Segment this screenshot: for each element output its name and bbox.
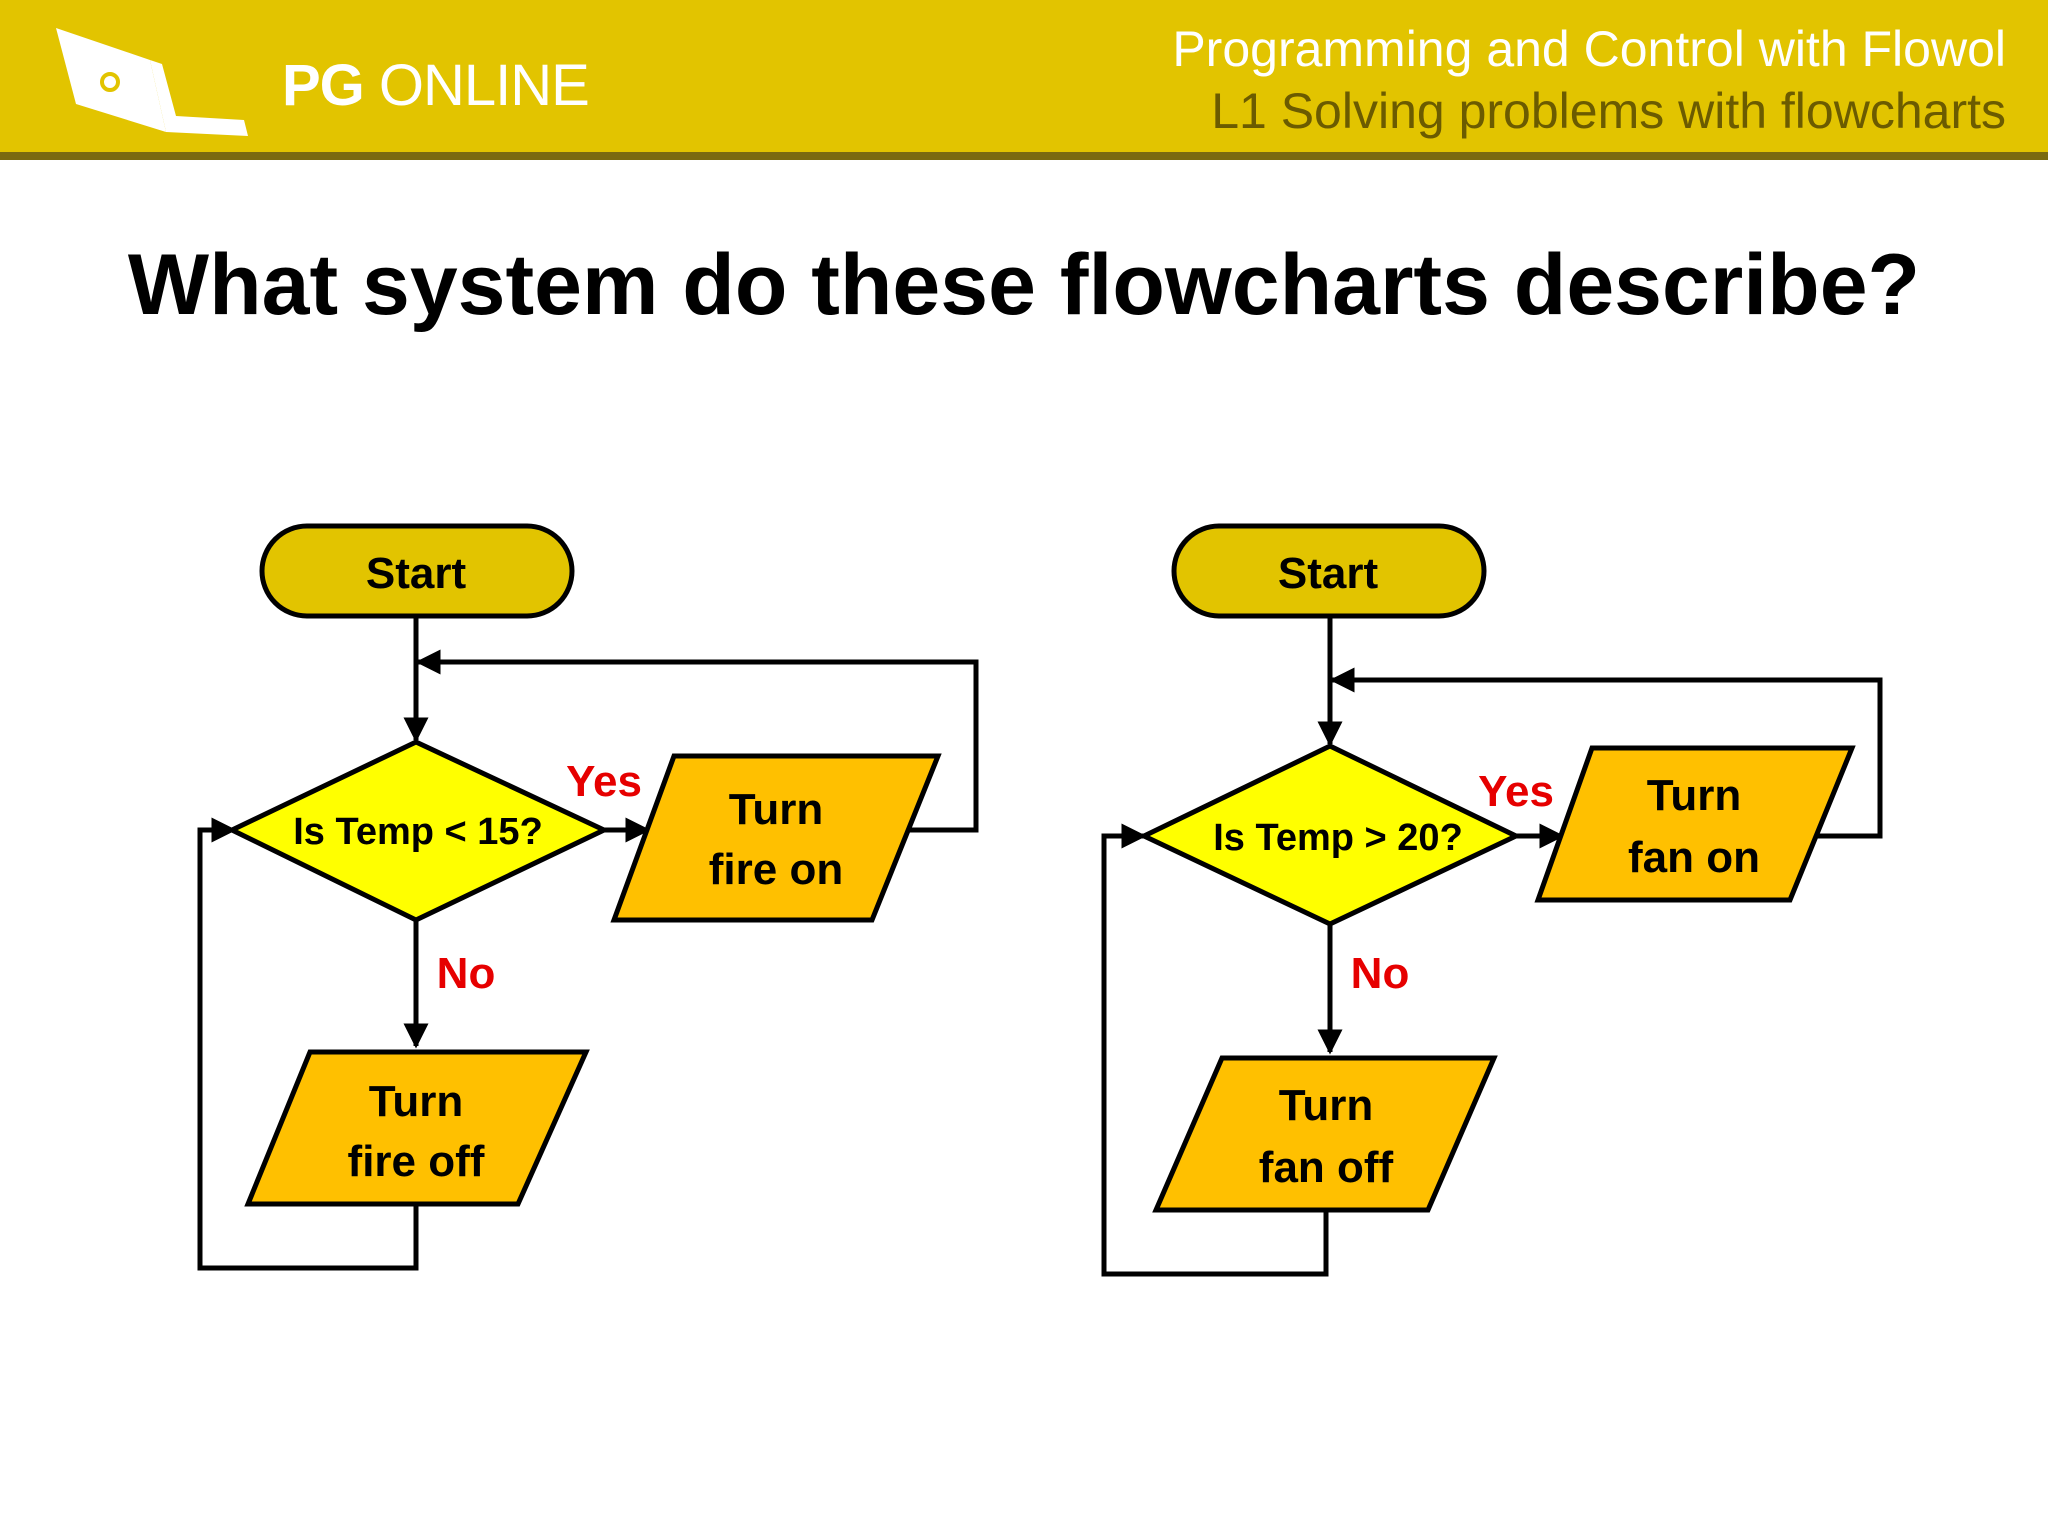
fc1-yes-action-line1: Turn [729,785,824,834]
fc2-decision-label: Is Temp > 20? [1213,817,1463,859]
fc2-yes-action-line1: Turn [1647,771,1742,820]
fc1-yes-action-line2: fire on [709,845,843,894]
fc1-start-terminal [259,523,575,619]
slide-title: What system do these flowcharts describe… [127,237,1921,333]
fc1-decision-label: Is Temp < 15? [293,811,543,853]
fc1-yes-loop [415,649,979,833]
course-subtitle: Programming and Control with Flowol L1 S… [1172,18,2006,142]
fc1-no-action [244,1049,590,1207]
fc2-no-action-line2: fan off [1259,1143,1394,1192]
fc2-yes-action-line2: fan on [1628,833,1760,882]
brand-name: PG ONLINE [282,53,590,118]
laptop-logo-icon [56,28,248,136]
fc2-start-label: Start [1278,549,1379,598]
fc2-yes-label: Yes [1478,767,1554,816]
fc1-decision [226,739,610,923]
fc2-start-terminal [1171,523,1487,619]
fc1-yes-action [610,753,942,923]
fc2-no-loop [1101,823,1329,1277]
fc2-no-action [1152,1055,1498,1213]
fc1-yes-label: Yes [566,757,642,806]
lesson-title: L1 Solving problems with flowcharts [1211,83,2006,139]
fc2-no-action-line1: Turn [1279,1081,1374,1130]
fc1-no-action-line1: Turn [369,1077,464,1126]
course-title: Programming and Control with Flowol [1172,21,2006,77]
header-bar: PG ONLINE Programming and Control with F… [0,0,2048,160]
fc1-start-label: Start [366,549,467,598]
fc2-yes-loop [1329,667,1883,839]
fc1-no-action-line2: fire off [348,1137,485,1186]
fc1-no-label: No [437,949,496,998]
fc2-decision [1138,743,1522,927]
fc2-yes-action [1534,745,1856,903]
fc2-no-label: No [1351,949,1410,998]
fc1-no-loop [197,817,419,1271]
